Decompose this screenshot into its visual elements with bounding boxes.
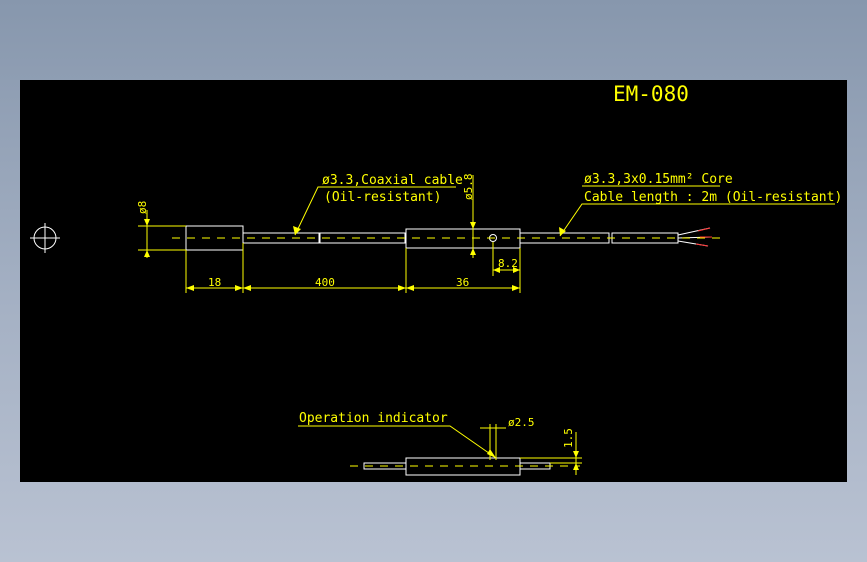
sensor-drawing: EM-080 <box>30 82 842 476</box>
drawing-title: EM-080 <box>613 82 689 106</box>
origin-crosshair-icon <box>30 223 60 253</box>
label-cable-length: Cable length : 2m (Oil-resistant) <box>584 190 842 205</box>
dim-dia-2-5: ø2.5 <box>508 416 535 429</box>
detail-dimension-lines <box>298 424 582 475</box>
dim-len-400: 400 <box>315 276 335 289</box>
dim-len-36: 36 <box>456 276 469 289</box>
cad-drawing-canvas[interactable]: EM-080 <box>20 80 847 482</box>
coax-cable-segment-1 <box>242 232 320 244</box>
label-operation-indicator: Operation indicator <box>299 411 448 426</box>
dim-dia-5-8: ø5.8 <box>462 174 475 201</box>
dim-len-1-5: 1.5 <box>562 428 575 448</box>
dim-len-18: 18 <box>208 276 221 289</box>
label-coax-oil: (Oil-resistant) <box>324 190 441 205</box>
dimension-lines <box>138 175 835 293</box>
cable-wire-tips <box>695 227 712 247</box>
dim-dia-8: ø8 <box>136 201 149 214</box>
label-coax-cable: ø3.3,Coaxial cable <box>322 173 463 188</box>
dimension-arrows <box>144 219 566 291</box>
label-core-cable: ø3.3,3x0.15mm² Core <box>584 172 733 187</box>
coax-cable-segment-2 <box>319 232 406 244</box>
detail-arrows <box>487 449 579 470</box>
dim-len-8-2: 8.2 <box>498 257 518 270</box>
